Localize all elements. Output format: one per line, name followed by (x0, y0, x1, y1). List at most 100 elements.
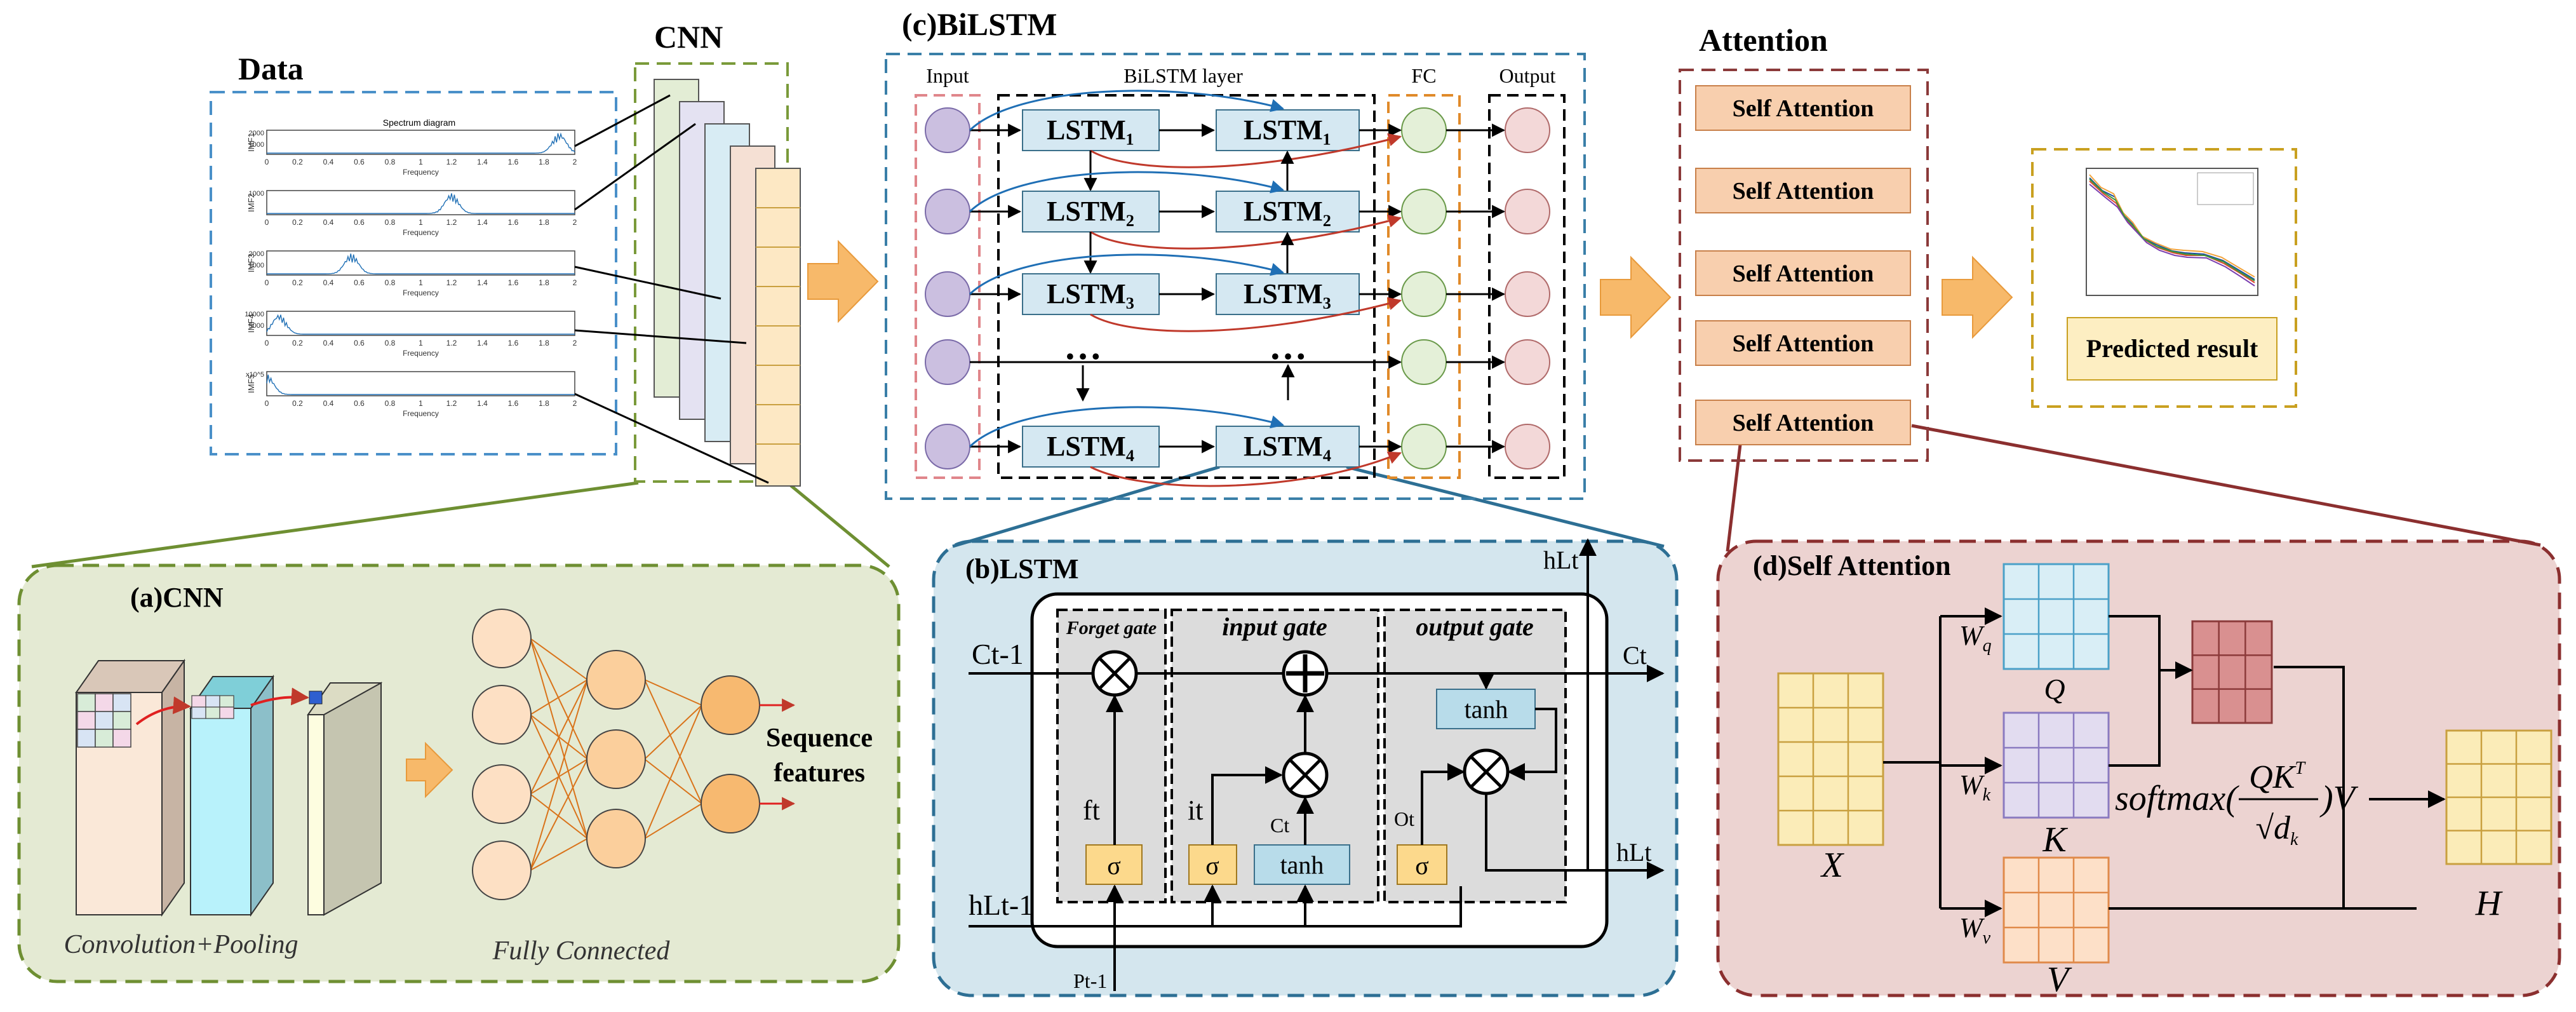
conv-kernel-cell (112, 693, 131, 712)
xtick-label: 0.6 (354, 278, 365, 287)
flow-arrow-cnn-detail (406, 741, 453, 799)
input-gate-label: input gate (1222, 612, 1327, 641)
imf-label: IMF3 (246, 253, 256, 273)
pool-cell (191, 695, 206, 708)
backward-lstm-label: LSTM₃ (1244, 278, 1331, 309)
xtick-label: 0 (265, 158, 269, 166)
flow-arrow-2 (1600, 255, 1672, 339)
sequence-features-label-2: features (774, 759, 865, 788)
fc-column (1387, 94, 1461, 479)
backward-connection (1090, 133, 1402, 168)
output-sigma (1397, 844, 1447, 885)
xtick-label: 1.6 (508, 399, 519, 408)
xtick-label: 2 (573, 158, 577, 166)
forward-connection (969, 253, 1285, 295)
spectrum-title: Spectrum diagram (383, 118, 455, 128)
imf-label: IMF1 (246, 133, 256, 152)
input-node (925, 424, 970, 469)
fc-edge (644, 803, 702, 839)
xtick-label: 0.6 (354, 339, 365, 347)
self-attention-block-4: Self Attention (1695, 320, 1911, 366)
xtick-label: 1 (419, 158, 423, 166)
xtick-label: 0 (265, 218, 269, 227)
self-attention-label: Self Attention (1733, 95, 1874, 122)
fc-node-input (472, 685, 532, 745)
output-node (1505, 424, 1550, 469)
output-tanh-label: tanh (1465, 695, 1508, 724)
conv-kernel-cell (77, 729, 96, 748)
input-node (925, 107, 970, 153)
connector-line (574, 393, 769, 484)
output-node (1505, 339, 1550, 385)
xtick-label: 0.4 (323, 158, 334, 166)
xtick-label: 0.8 (385, 339, 396, 347)
sequence-features-label-1: Sequence (766, 724, 873, 753)
ft-label: ft (1083, 795, 1100, 826)
x-axis-label: Frequency (403, 288, 439, 297)
pool-cell (191, 706, 206, 719)
v-label: V (2047, 960, 2072, 999)
bilstm-row-3: LSTM₃ LSTM₃ (925, 253, 1550, 332)
cnn-title: CNN (654, 19, 723, 55)
cnn-panel (634, 62, 789, 483)
fc-edge (530, 638, 588, 760)
forward-lstm-cell (1022, 273, 1160, 315)
ot-label: Ot (1394, 807, 1414, 830)
conv-kernel-cell (95, 711, 114, 730)
wk-label: Wk (1959, 769, 1991, 805)
fc-edge (644, 679, 702, 706)
forward-lstm-label: LSTM₂ (1047, 196, 1134, 227)
backward-connection (1090, 214, 1402, 250)
bilstm-panel (885, 53, 1586, 500)
forward-lstm-label: LSTM₃ (1047, 278, 1134, 309)
softmax-formula: softmax( QKT √dk )V (2115, 759, 2359, 849)
ytick-label: 1000 (249, 141, 264, 149)
fc-node-hidden (586, 809, 646, 868)
cnn-detail-title: (a)CNN (130, 582, 224, 613)
backward-lstm-label: LSTM₁ (1244, 114, 1331, 145)
panel-d-self-attention-detail (1716, 539, 2561, 997)
x-label: X (1820, 846, 1845, 885)
h-prev-label: hLt-1 (969, 889, 1033, 921)
fc-edge (530, 838, 588, 871)
xtick-label: 0.2 (292, 339, 303, 347)
result-panel (2031, 148, 2297, 408)
c-prev-label: Ct-1 (972, 638, 1024, 670)
self-attention-label: Self Attention (1733, 410, 1874, 436)
input-sigma-label: σ (1205, 851, 1219, 880)
attention-title: Attention (1699, 22, 1828, 58)
ytick-label: 1000 (249, 262, 264, 269)
output-tanh (1436, 689, 1536, 729)
fc-node-input (472, 764, 532, 824)
q-label: Q (2044, 673, 2065, 705)
c-next-label: Ct (1623, 641, 1647, 670)
fc-edge (644, 705, 702, 760)
conv-pool-caption: Convolution+Pooling (64, 930, 299, 959)
bilstm-layer-column (997, 94, 1376, 479)
attention-flows (1883, 607, 2446, 917)
xtick-label: 0.4 (323, 339, 334, 347)
p-prev-label: Pt-1 (1073, 969, 1107, 992)
xtick-label: 1.4 (477, 218, 488, 227)
backward-lstm-label: LSTM₂ (1244, 196, 1331, 227)
self-attention-block-1: Self Attention (1695, 85, 1911, 131)
self-attention-detail-title: (d)Self Attention (1753, 550, 1951, 581)
backward-lstm-label: LSTM₄ (1244, 431, 1331, 462)
output-column (1488, 94, 1566, 479)
fc-node (1401, 339, 1447, 385)
conv-kernel-cell (77, 711, 96, 730)
xtick-label: 1.6 (508, 158, 519, 166)
output-sigma-label: σ (1415, 851, 1429, 880)
fc-edge (644, 759, 702, 804)
xtick-label: 0.2 (292, 399, 303, 408)
matrix-h (2445, 729, 2553, 865)
result-plot (2086, 168, 2258, 296)
ytick-label: 2000 (249, 250, 264, 258)
